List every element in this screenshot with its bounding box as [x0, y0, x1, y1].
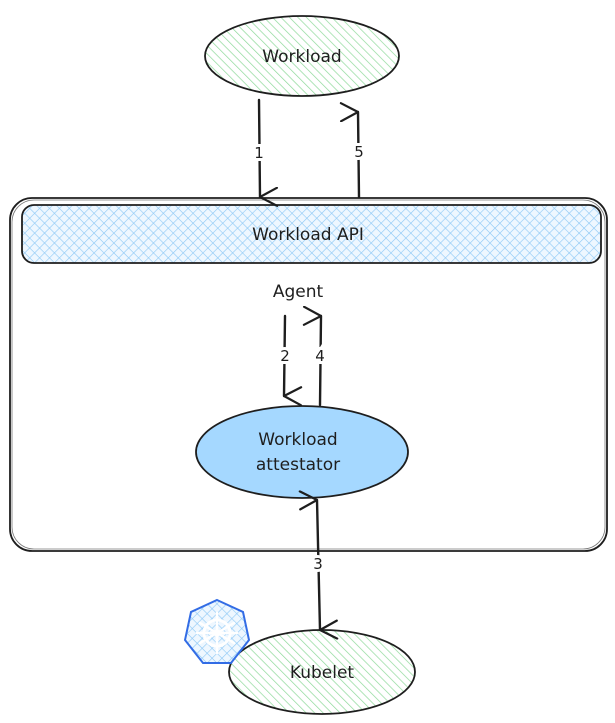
workload-api-label: Workload API — [252, 225, 364, 245]
arrow-4: 4 — [315, 316, 328, 407]
attestator-label-line2: attestator — [256, 455, 340, 475]
kubernetes-helm-wheel-icon — [183, 598, 251, 664]
kubelet-label: Kubelet — [290, 663, 355, 683]
arrow-1: 1 — [251, 98, 264, 197]
arrow-2: 2 — [277, 314, 290, 396]
workload-attestator-node: Workload attestator — [195, 405, 409, 499]
arrow-3-label: 3 — [313, 555, 323, 573]
kubelet-node: Kubelet — [228, 629, 416, 715]
workload-node: Workload — [204, 15, 400, 97]
workload-label: Workload — [262, 47, 341, 67]
arrow-2-label: 2 — [280, 347, 290, 365]
arrow-3: 3 — [313, 500, 323, 630]
agent-label: Agent — [273, 282, 324, 302]
arrow-5-label: 5 — [354, 143, 364, 161]
workload-api-bar: Workload API — [21, 204, 602, 264]
attestator-label-line1: Workload — [258, 430, 337, 450]
arrow-5: 5 — [354, 112, 367, 199]
arrow-4-label: 4 — [315, 347, 325, 365]
arrow-1-label: 1 — [254, 144, 264, 162]
